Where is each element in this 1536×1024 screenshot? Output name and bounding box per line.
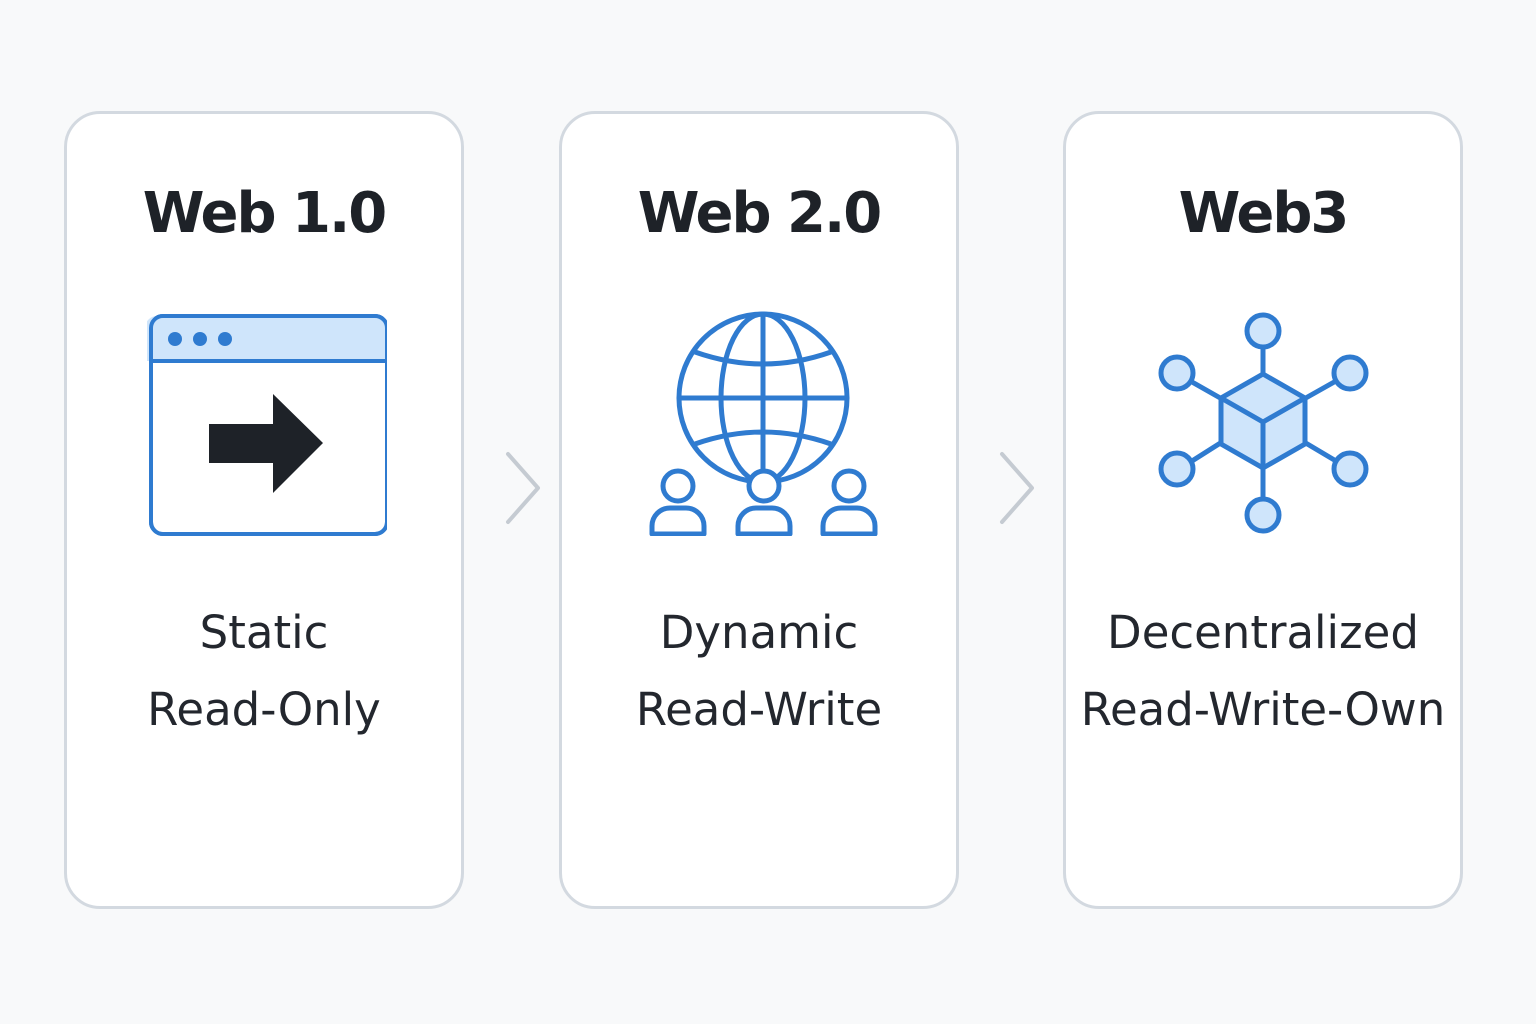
card-web3: Web3 [1063, 111, 1463, 909]
chevron-right-icon [998, 450, 1038, 526]
decentralized-network-icon [1146, 306, 1386, 536]
card-line-2: Read-Write-Own [1080, 683, 1446, 736]
card-line-2: Read-Only [147, 683, 381, 736]
card-description: Dynamic Read-Write [562, 594, 956, 748]
card-title: Web 1.0 [142, 181, 388, 246]
card-description: Decentralized Read-Write-Own [1066, 594, 1460, 748]
card-line-1: Static [199, 606, 329, 659]
card-web2: Web 2.0 Dynami [559, 111, 959, 909]
chevron-right-icon [504, 450, 544, 526]
card-line-1: Decentralized [1107, 606, 1419, 659]
globe-users-icon [642, 306, 882, 537]
card-title: Web3 [1178, 181, 1350, 246]
card-line-2: Read-Write [635, 683, 883, 736]
card-description: Static Read-Only [67, 594, 461, 748]
card-line-1: Dynamic [659, 606, 859, 659]
card-title: Web 2.0 [637, 181, 883, 246]
card-web1: Web 1.0 Static Read-Only [64, 111, 464, 909]
browser-window-arrow-icon [145, 306, 389, 536]
